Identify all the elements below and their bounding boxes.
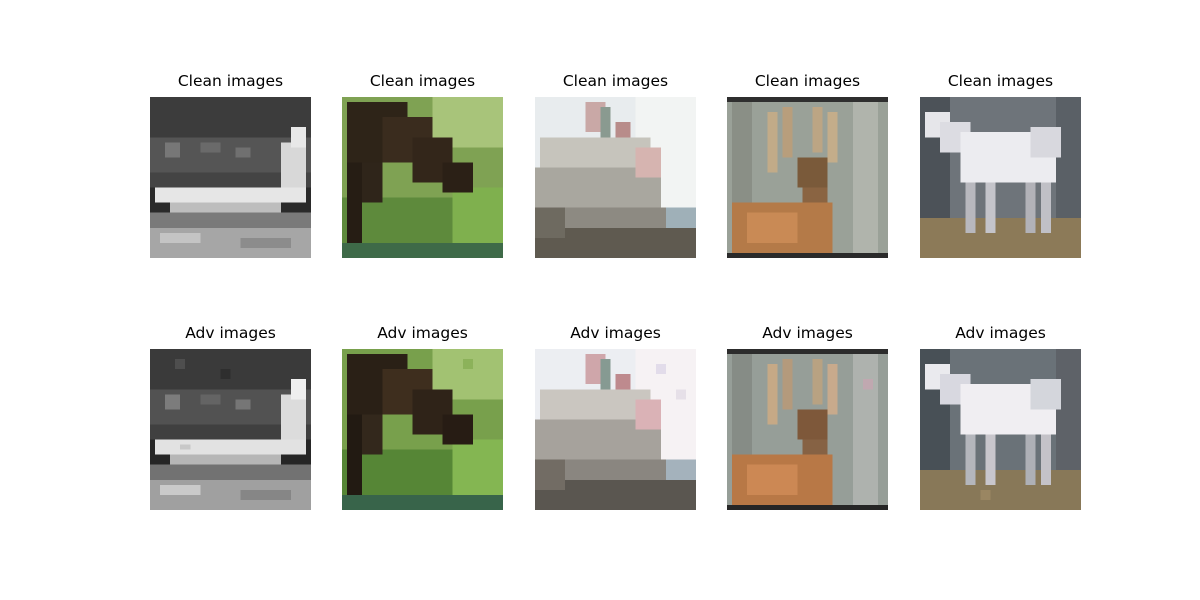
adv-panel-deer: Adv images [727, 324, 888, 514]
adv-panel-ship: Adv images [535, 324, 696, 514]
horse-grazing-clean-image [342, 97, 503, 258]
panel-title: Adv images [570, 324, 661, 342]
panel-title: Clean images [562, 72, 669, 90]
clean-panel-white-horse: Clean images [920, 72, 1081, 262]
clean-panel-deer: Clean images [727, 72, 888, 262]
panel-title: Adv images [762, 324, 853, 342]
ship-clean-image [535, 97, 696, 258]
horse-grazing-adv-image [342, 349, 503, 510]
airplane-clean-image [150, 97, 311, 258]
panel-title: Clean images [369, 72, 476, 90]
white-horse-adv-image [920, 349, 1081, 510]
ship-adv-image [535, 349, 696, 510]
deer-adv-image [727, 349, 888, 510]
clean-panel-ship: Clean images [535, 72, 696, 262]
clean-panel-horse-grazing: Clean images [342, 72, 503, 262]
airplane-adv-image [150, 349, 311, 510]
clean-panel-airplane: Clean images [150, 72, 311, 262]
deer-clean-image [727, 97, 888, 258]
panel-title: Clean images [177, 72, 284, 90]
white-horse-clean-image [920, 97, 1081, 258]
adv-panel-horse-grazing: Adv images [342, 324, 503, 514]
panel-title: Clean images [947, 72, 1054, 90]
adv-panel-airplane: Adv images [150, 324, 311, 514]
adv-panel-white-horse: Adv images [920, 324, 1081, 514]
panel-title: Clean images [754, 72, 861, 90]
panel-title: Adv images [185, 324, 276, 342]
panel-title: Adv images [377, 324, 468, 342]
panel-title: Adv images [955, 324, 1046, 342]
